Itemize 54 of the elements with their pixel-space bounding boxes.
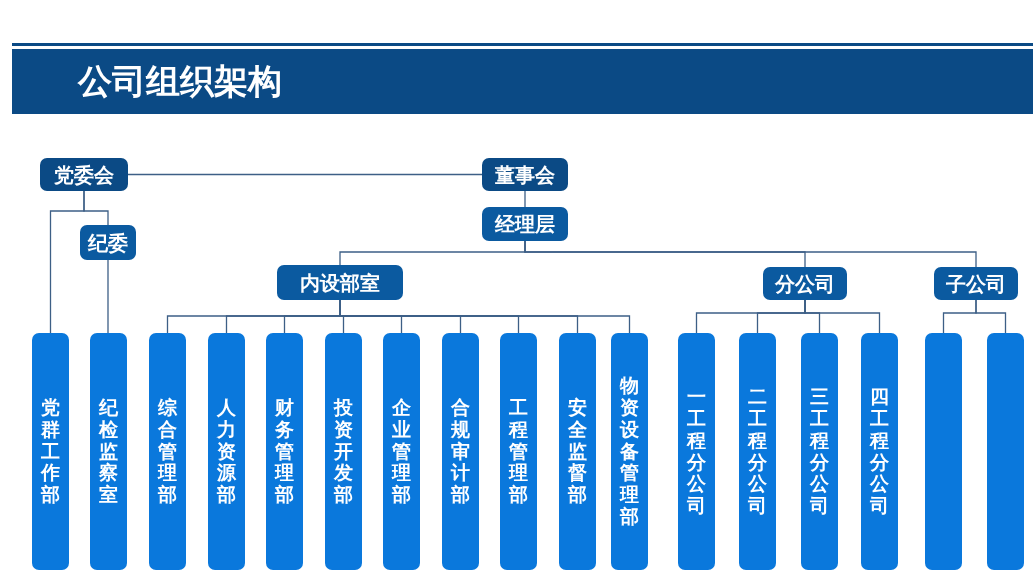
connector-line: [83, 190, 109, 226]
node-label: 二工程分公司: [748, 385, 767, 518]
org-box: [763, 267, 847, 300]
connector-line: [107, 259, 109, 334]
department-bar: [442, 333, 479, 570]
org-box: [40, 158, 128, 191]
department-bar: [925, 333, 962, 570]
org-box: [277, 265, 403, 300]
node-label: 董事会: [495, 161, 555, 189]
node-label: 工程管理部: [509, 396, 528, 507]
department-bar: [678, 333, 715, 570]
org-box: [482, 207, 568, 241]
title: 公司组织架构: [78, 60, 282, 103]
node-label: 企业管理部: [392, 396, 411, 507]
department-bar: [149, 333, 186, 570]
node-label: 四工程分公司: [870, 385, 889, 518]
department-bar: [90, 333, 127, 570]
department-bar: [987, 333, 1024, 570]
department-bar: [32, 333, 69, 570]
department-bar: [383, 333, 420, 570]
node-label: 投资开发部: [334, 396, 353, 507]
node-label: 纪委: [88, 229, 128, 257]
department-bar: [801, 333, 838, 570]
department-bar: [739, 333, 776, 570]
node-label: 分公司: [775, 270, 835, 298]
node-label: 综合管理部: [158, 396, 177, 507]
node-label: 安全监督部: [568, 396, 587, 507]
department-bar: [559, 333, 596, 570]
node-label: 纪检监察室: [99, 396, 118, 507]
department-bar: [611, 333, 648, 570]
org-box: [482, 158, 568, 191]
node-label: 党群工作部: [41, 396, 60, 507]
org-box: [934, 267, 1018, 300]
department-bar: [266, 333, 303, 570]
node-label: 一工程分公司: [687, 385, 706, 518]
node-label: 党委会: [54, 161, 114, 189]
node-label: 人力资源部: [217, 396, 236, 507]
connector-line: [524, 240, 977, 268]
department-bar: [500, 333, 537, 570]
node-label: 合规审计部: [451, 396, 470, 507]
connector-line: [804, 299, 881, 334]
node-label: 内设部室: [300, 269, 380, 297]
node-label: 物资设备管理部: [620, 375, 639, 528]
node-label: 财务管理部: [275, 396, 294, 507]
connector-line: [975, 299, 1007, 334]
department-bar: [208, 333, 245, 570]
node-label: 三工程分公司: [810, 385, 829, 518]
node-label: 经理层: [495, 211, 555, 238]
node-label: 子公司: [946, 270, 1006, 298]
department-bar: [325, 333, 362, 570]
connector-line: [524, 190, 526, 208]
connector-line: [127, 173, 483, 176]
department-bar: [861, 333, 898, 570]
org-box: [80, 225, 136, 260]
